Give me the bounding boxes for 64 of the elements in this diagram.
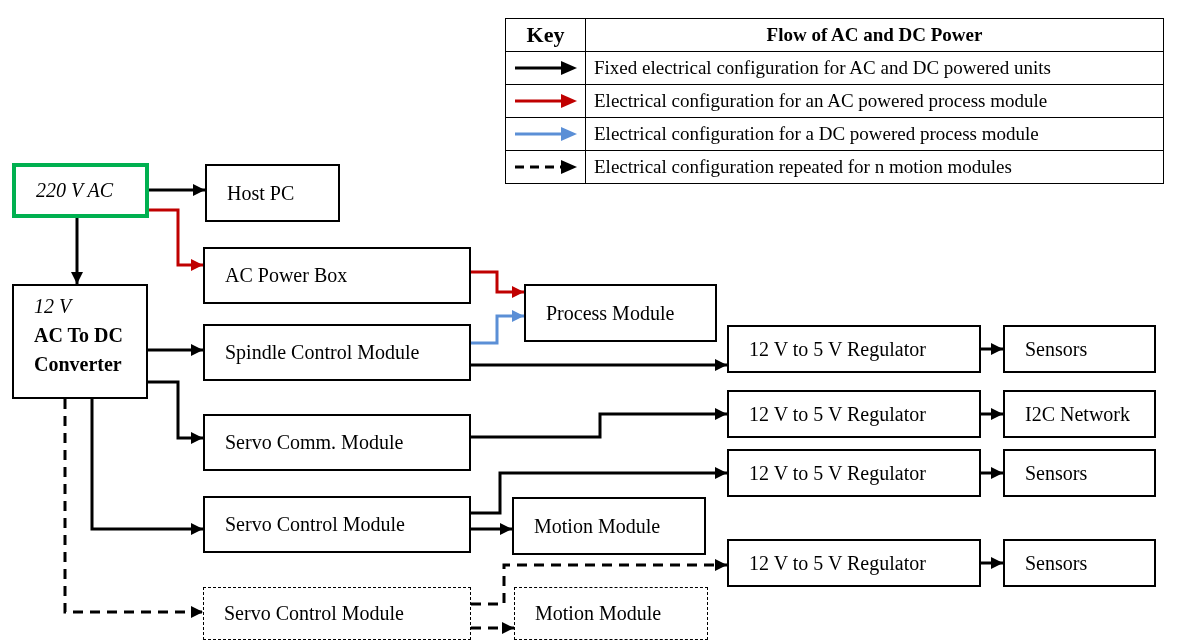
arrow [981, 408, 1003, 420]
node-label: Servo Control Module [224, 601, 405, 626]
module-box [203, 324, 471, 381]
arrow [981, 557, 1003, 569]
module-box [524, 284, 717, 342]
node-label: Servo Comm. Module [225, 430, 405, 455]
table-header: Key [505, 18, 586, 52]
legend-text: Electrical configuration repeated for n motion modules [585, 150, 1164, 184]
legend-text: Electrical configuration for an AC powered process module [585, 84, 1164, 118]
module-box [1003, 539, 1156, 587]
power-source-box [12, 163, 149, 218]
arrow [471, 408, 727, 439]
arrow [471, 310, 524, 345]
node-label: 220 V AC [36, 178, 115, 203]
node-label: AC To DC Converter [34, 323, 124, 377]
arrow [471, 270, 524, 298]
node-label: AC Power Box [225, 263, 349, 288]
module-box [514, 587, 708, 640]
arrow [981, 343, 1003, 355]
arrow [981, 467, 1003, 479]
arrow [149, 208, 203, 271]
arrow [471, 523, 512, 535]
module-box [1003, 325, 1156, 373]
module-box [203, 247, 471, 304]
node-label: 12 V [34, 294, 74, 319]
node-label: Sensors [1025, 336, 1089, 362]
legend-text: Electrical configuration for a DC powered process module [585, 117, 1164, 151]
node-label: 12 V to 5 V Regulator [749, 401, 927, 427]
table-header: Flow of AC and DC Power [585, 18, 1164, 52]
legend-text: Fixed electrical configuration for AC and DC powered units [585, 51, 1164, 85]
module-box [12, 284, 148, 399]
node-label: Sensors [1025, 460, 1089, 486]
arrow [471, 559, 727, 606]
node-label: Motion Module [534, 513, 662, 539]
node-label: 12 V to 5 V Regulator [749, 336, 927, 362]
module-box [1003, 390, 1156, 438]
node-label: I2C Network [1025, 401, 1131, 427]
arrow [471, 622, 514, 634]
arrow [63, 399, 203, 618]
module-box [203, 587, 471, 640]
node-label: 12 V to 5 V Regulator [749, 460, 927, 486]
arrow [148, 344, 203, 356]
node-label: 12 V to 5 V Regulator [749, 550, 927, 576]
node-label: Sensors [1025, 550, 1089, 576]
module-box [1003, 449, 1156, 497]
module-box [727, 449, 981, 497]
node-label: Host PC [227, 180, 296, 206]
node-label: Spindle Control Module [225, 340, 421, 365]
arrow [71, 218, 83, 284]
arrow [471, 359, 727, 371]
module-box [727, 390, 981, 438]
arrow [90, 399, 203, 535]
module-box [203, 496, 471, 553]
arrow [471, 467, 727, 515]
module-box [512, 497, 706, 555]
node-label: Motion Module [535, 601, 663, 626]
arrow [149, 184, 205, 196]
node-label: Servo Control Module [225, 512, 406, 537]
arrow [148, 380, 203, 444]
node-label: Process Module [546, 300, 676, 326]
module-box [727, 325, 981, 373]
module-box [727, 539, 981, 587]
module-box [203, 414, 471, 471]
module-box [205, 164, 340, 222]
